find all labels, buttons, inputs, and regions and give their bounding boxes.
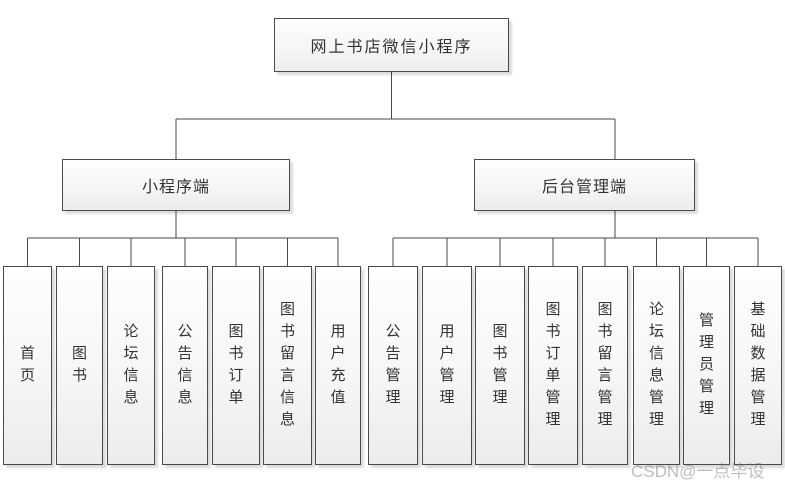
leaf-label-char: 坛 <box>123 346 139 362</box>
leaf-label-char: 理 <box>492 390 508 406</box>
leaf-label-char: 图 <box>228 324 244 340</box>
branch-node-label: 后台管理端 <box>541 179 627 196</box>
leaf-label-char: 信 <box>123 368 139 384</box>
leaf-label-char: 理 <box>750 412 766 428</box>
leaf-label-char: 言 <box>597 368 613 384</box>
leaf-label-char: 管 <box>385 368 401 384</box>
leaf-label-char: 值 <box>330 390 346 406</box>
leaf-label-char: 书 <box>492 346 508 362</box>
leaf-label-char: 管 <box>698 379 714 395</box>
leaf-label-char: 信 <box>177 368 193 384</box>
leaf-label-char: 页 <box>19 368 35 384</box>
leaf-node: 管理员管理 <box>683 266 730 465</box>
leaf-node: 图书留言管理 <box>582 266 628 465</box>
leaf-label-char: 留 <box>279 346 295 362</box>
leaf-label-char: 公 <box>177 324 193 340</box>
leaf-label-char: 用 <box>330 324 346 340</box>
leaf-label-char: 理 <box>698 401 714 417</box>
leaf-node: 论坛信息管理 <box>633 266 680 465</box>
leaf-label-char: 息 <box>279 412 295 428</box>
leaf-node: 图书管理 <box>475 266 525 465</box>
leaf-label-char: 书 <box>228 346 244 362</box>
leaf-node: 图书留言信息 <box>263 266 312 465</box>
leaf-label-char: 单 <box>545 368 561 384</box>
leaf-label-char: 基 <box>750 302 766 318</box>
leaf-node: 公告信息 <box>162 266 208 465</box>
leaf-label-char: 理 <box>597 412 613 428</box>
leaf-label-char: 员 <box>698 357 714 373</box>
leaf-label-char: 息 <box>648 368 664 384</box>
leaf-label-char: 首 <box>19 346 35 362</box>
leaf-node: 首页 <box>3 266 52 465</box>
leaf-label-char: 言 <box>279 368 295 384</box>
leaf-label-char: 理 <box>545 412 561 428</box>
leaf-label-char: 书 <box>279 324 295 340</box>
root-node-label: 网上书店微信小程序 <box>310 39 473 56</box>
leaf-label-char: 图 <box>71 346 87 362</box>
leaf-label-char: 理 <box>439 390 455 406</box>
leaf-label-char: 管 <box>492 368 508 384</box>
branch-node-admin: 后台管理端 <box>474 159 695 211</box>
leaf-label-char: 础 <box>750 324 766 340</box>
leaf-node: 公告管理 <box>368 266 418 465</box>
leaf-label-char: 图 <box>279 302 295 318</box>
watermark: CSDN@一点毕设 <box>631 462 765 481</box>
leaf-label-char: 公 <box>385 324 401 340</box>
leaf-label-char: 订 <box>228 368 244 384</box>
leaf-label-char: 论 <box>123 324 139 340</box>
leaf-label-char: 图 <box>545 302 561 318</box>
leaf-node: 用户充值 <box>315 266 361 465</box>
leaf-node: 论坛信息 <box>107 266 155 465</box>
leaf-node: 用户管理 <box>422 266 472 465</box>
leaf-label-char: 告 <box>177 346 193 362</box>
branch-node-label: 小程序端 <box>141 179 210 196</box>
leaf-label-char: 管 <box>648 390 664 406</box>
leaf-label-char: 理 <box>698 335 714 351</box>
branch-node-miniprogram: 小程序端 <box>62 159 290 211</box>
leaf-label-char: 图 <box>492 324 508 340</box>
leaf-label-char: 管 <box>698 313 714 329</box>
leaf-label-char: 用 <box>439 324 455 340</box>
leaf-label-char: 管 <box>597 390 613 406</box>
leaf-label-char: 论 <box>648 302 664 318</box>
root-node: 网上书店微信小程序 <box>274 18 509 72</box>
leaf-label-char: 户 <box>439 346 455 362</box>
leaf-label-char: 告 <box>385 346 401 362</box>
leaf-label-char: 坛 <box>648 324 664 340</box>
leaf-label-char: 书 <box>71 368 87 384</box>
leaf-label-char: 户 <box>330 346 346 362</box>
leaf-label-char: 单 <box>228 390 244 406</box>
leaf-label-char: 理 <box>648 412 664 428</box>
leaf-label-char: 管 <box>750 390 766 406</box>
leaf-label-char: 订 <box>545 346 561 362</box>
leaf-label-char: 书 <box>545 324 561 340</box>
leaf-label-char: 图 <box>597 302 613 318</box>
leaf-label-char: 息 <box>123 390 139 406</box>
leaf-label-char: 信 <box>648 346 664 362</box>
leaf-node: 图书 <box>56 266 103 465</box>
leaf-label-char: 管 <box>545 390 561 406</box>
leaf-node: 图书订单管理 <box>528 266 578 465</box>
leaf-label-char: 信 <box>279 390 295 406</box>
leaf-label-char: 据 <box>750 368 766 384</box>
leaf-label-char: 充 <box>330 368 346 384</box>
leaf-label-char: 息 <box>177 390 193 406</box>
leaf-label-char: 留 <box>597 346 613 362</box>
leaf-node: 图书订单 <box>212 266 260 465</box>
leaf-node: 基础数据管理 <box>734 266 782 465</box>
leaf-label-char: 数 <box>750 346 766 362</box>
leaf-label-char: 理 <box>385 390 401 406</box>
leaf-label-char: 书 <box>597 324 613 340</box>
leaf-label-char: 管 <box>439 368 455 384</box>
